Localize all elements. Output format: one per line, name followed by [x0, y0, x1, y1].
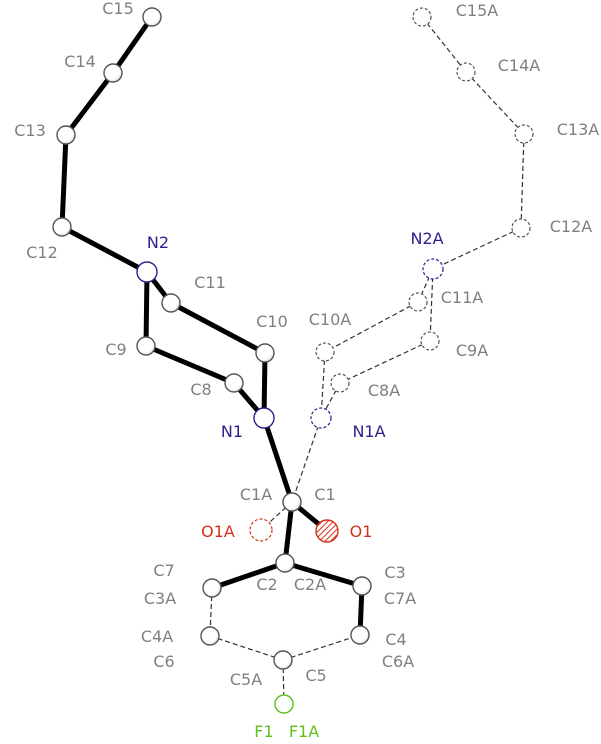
bond-C12A-N2A	[432, 227, 522, 270]
atom-C9A	[420, 331, 440, 351]
atom-label-C1: C1	[314, 485, 335, 504]
atom-C13	[56, 125, 76, 145]
atom-F1	[274, 694, 294, 714]
bond-C13-C12	[59, 132, 69, 230]
atom-label-C8: C8	[190, 380, 211, 399]
atom-label-C6A: C6A	[382, 652, 414, 671]
bond-C13A-C12A	[520, 133, 525, 229]
atom-label-F1A: F1A	[289, 722, 319, 741]
atom-N2	[136, 261, 158, 283]
atom-label-C11: C11	[194, 273, 226, 292]
bond-N1A-C1A	[291, 417, 322, 503]
bond-C6-C5	[209, 635, 284, 661]
bond-C11-C10	[168, 300, 268, 356]
bond-C10-N1	[261, 350, 268, 421]
atom-label-C15: C15	[102, 0, 134, 18]
atom-label-C12A: C12A	[550, 217, 593, 236]
atom-label-C3: C3	[384, 563, 405, 582]
bond-C11A-C10A	[324, 301, 419, 353]
atom-C9	[136, 336, 156, 356]
atom-label-C8A: C8A	[368, 381, 400, 400]
atom-C12	[52, 217, 72, 237]
atoms	[52, 7, 534, 714]
atom-label-C7: C7	[153, 561, 174, 580]
atom-label-C5A: C5A	[230, 670, 262, 689]
bond-C14A-C13A	[465, 71, 525, 135]
bond-C2-C3	[282, 560, 365, 589]
atom-label-C10A: C10A	[309, 310, 352, 329]
atom-label-C13A: C13A	[557, 120, 600, 139]
atom-O1	[315, 519, 339, 543]
bond-C14-C13	[63, 70, 116, 138]
atom-label-C4A: C4A	[141, 627, 173, 646]
atom-label-O1A: O1A	[201, 522, 235, 541]
atom-label-C6: C6	[153, 652, 174, 671]
atom-label-C13: C13	[14, 121, 46, 140]
atom-label-C4: C4	[385, 630, 406, 649]
bond-C12-N2	[59, 224, 150, 275]
bond-C10A-N1A	[320, 351, 326, 419]
atom-C11	[161, 293, 181, 313]
atom-label-C11A: C11A	[441, 288, 484, 307]
bond-C9-C8	[143, 343, 237, 386]
atom-label-N2A: N2A	[410, 229, 443, 248]
atom-label-C15A: C15A	[456, 1, 499, 20]
atom-N1	[253, 407, 275, 429]
atom-C3	[352, 576, 372, 596]
atom-label-C9A: C9A	[456, 341, 488, 360]
atom-C4	[350, 625, 370, 645]
atom-C14	[103, 63, 123, 83]
bond-C15A-C14A	[421, 16, 467, 73]
atom-C15	[142, 7, 162, 27]
atom-C8A	[330, 373, 350, 393]
atom-C13A	[514, 124, 534, 144]
bond-C5-C4	[282, 634, 361, 661]
atom-C5	[273, 650, 293, 670]
main-bonds	[59, 14, 365, 638]
atom-label-C1A: C1A	[240, 485, 272, 504]
atom-label-O1: O1	[350, 522, 373, 541]
atom-C15A	[412, 7, 432, 27]
disorder-bonds	[209, 16, 525, 705]
atom-label-C14: C14	[64, 52, 96, 71]
bond-C1-C2	[282, 499, 295, 566]
atom-label-C7A: C7A	[384, 589, 416, 608]
atom-N2A	[422, 258, 444, 280]
atom-label-C2: C2	[256, 575, 277, 594]
bond-C9A-C8A	[339, 340, 431, 384]
atom-C7	[202, 578, 222, 598]
atom-C12A	[511, 218, 531, 238]
bond-N2-C9	[143, 269, 150, 349]
atom-label-N2: N2	[147, 233, 169, 252]
atom-C10	[255, 343, 275, 363]
atom-C8	[224, 373, 244, 393]
bond-N1-C1	[261, 415, 295, 505]
atom-label-C10: C10	[256, 312, 288, 331]
atom-label-C5: C5	[305, 666, 326, 685]
atom-label-C3A: C3A	[144, 589, 176, 608]
atom-label-C14A: C14A	[498, 56, 541, 75]
atom-label-C2A: C2A	[294, 575, 326, 594]
atom-C10A	[315, 342, 335, 362]
atom-C11A	[408, 292, 428, 312]
atom-C2	[275, 553, 295, 573]
atom-O1A	[249, 518, 273, 542]
atom-label-N1A: N1A	[352, 422, 385, 441]
atom-C1	[282, 492, 302, 512]
bond-N2A-C9A	[429, 268, 434, 342]
atom-C14A	[456, 62, 476, 82]
bond-C15-C14	[110, 14, 155, 76]
bond-N2A-C11A	[417, 268, 434, 303]
atom-label-N1: N1	[221, 422, 243, 441]
bond-C2-C7	[209, 560, 288, 591]
atom-C6	[200, 626, 220, 646]
atom-label-F1: F1	[254, 722, 273, 741]
atom-label-C9: C9	[105, 340, 126, 359]
atom-label-C12: C12	[26, 243, 58, 262]
atom-N1A	[310, 407, 332, 429]
